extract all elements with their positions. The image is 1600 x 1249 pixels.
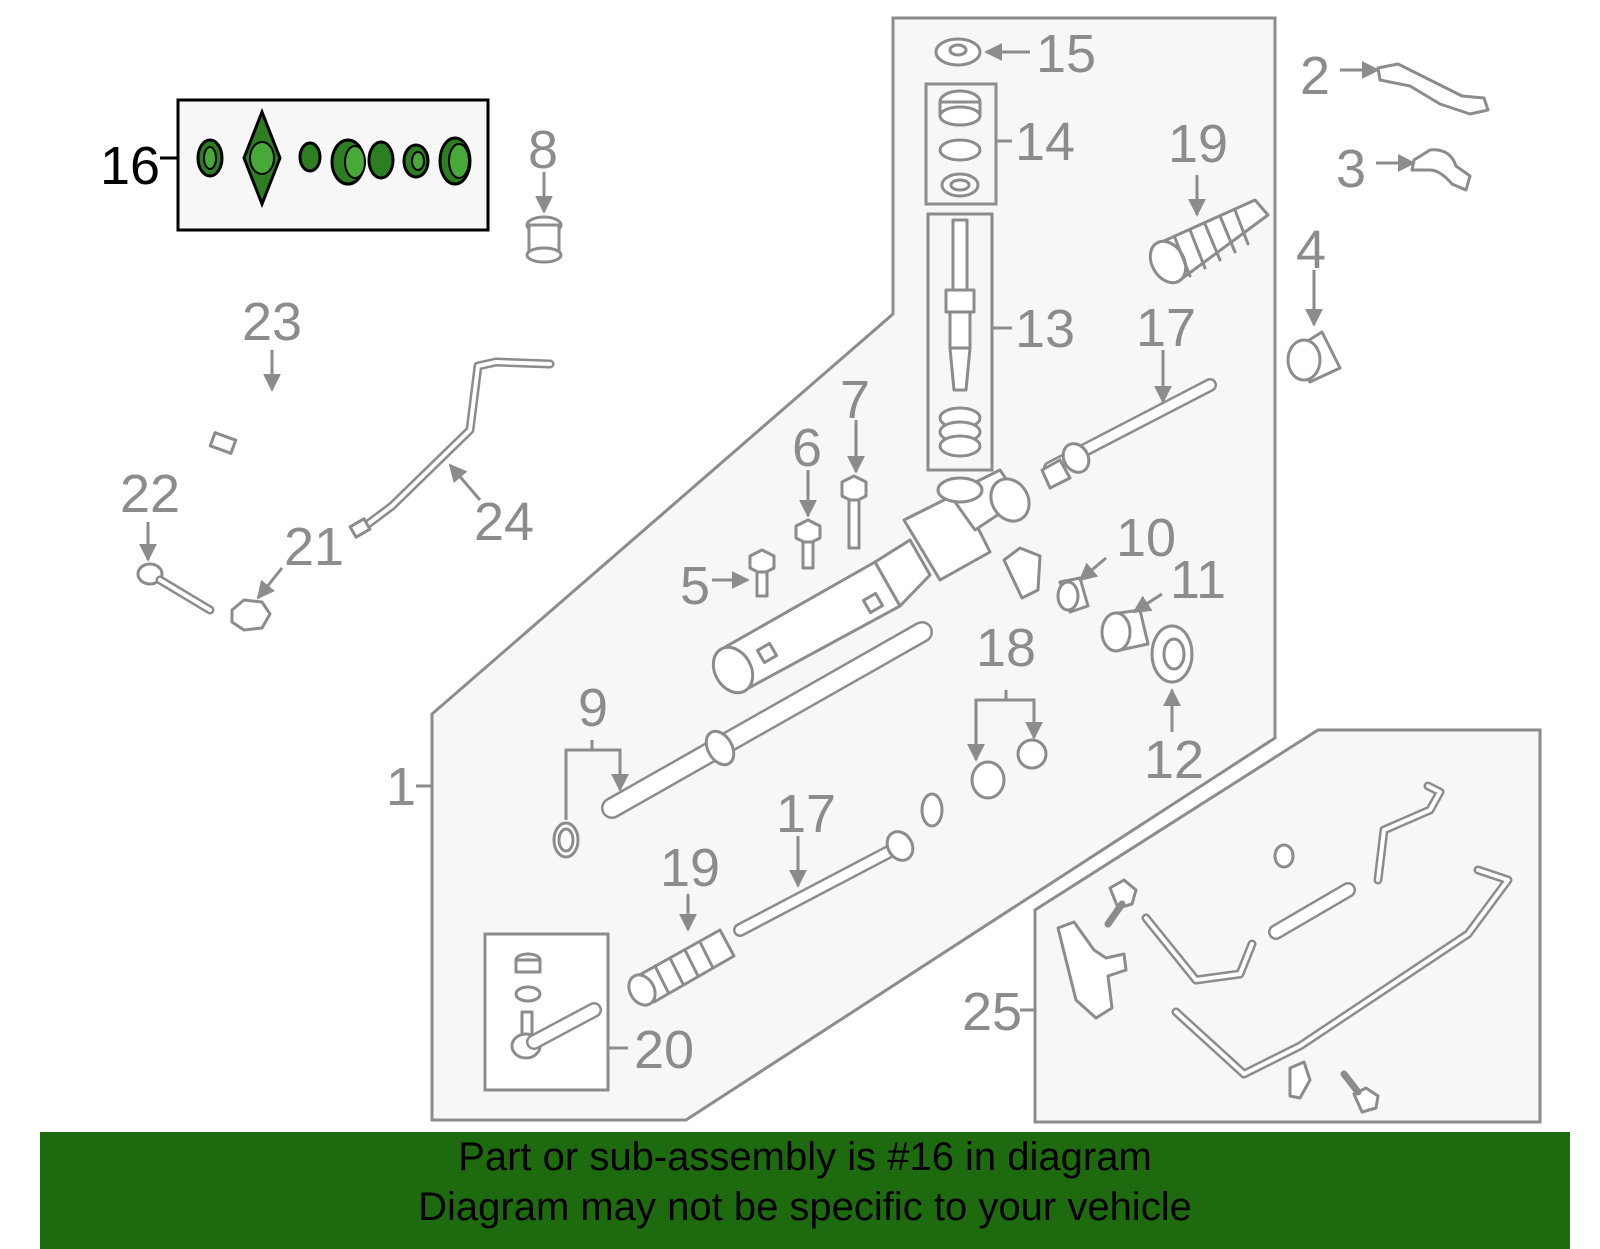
part-3-clamp [1410, 148, 1472, 192]
part-9-rack [552, 621, 933, 859]
callout-5: 5 [680, 556, 710, 616]
callout-2: 2 [1300, 46, 1330, 106]
part-24-hose [348, 357, 555, 539]
callout-19-lower: 19 [660, 838, 720, 898]
part-10-bushing [1056, 576, 1090, 614]
part-13-pinion [938, 218, 982, 458]
part-16-seal-kit[interactable] [196, 107, 472, 209]
callout-4: 4 [1296, 220, 1326, 280]
callout-8: 8 [528, 120, 558, 180]
part-19-boot-upper [1148, 198, 1270, 285]
info-banner: Part or sub-assembly is #16 in diagram D… [40, 1132, 1570, 1249]
callout-20: 20 [634, 1020, 694, 1080]
part-14-seals [938, 89, 982, 198]
part-23-hose [204, 254, 512, 455]
callout-9: 9 [578, 678, 608, 738]
part-rack-housing [711, 468, 1031, 695]
callout-3: 3 [1336, 139, 1366, 199]
callout-23: 23 [242, 292, 302, 352]
steering-gear-panel [430, 16, 1277, 1122]
part-19-boot-lower [627, 928, 736, 1007]
callout-19-upper: 19 [1168, 114, 1228, 174]
callout-1: 1 [386, 757, 416, 817]
part-25-lines [1056, 781, 1513, 1114]
part-8-grommet [525, 215, 563, 264]
part-21-nut [230, 598, 272, 632]
callout-16: 16 [100, 136, 160, 196]
banner-line-2: Diagram may not be specific to your vehi… [418, 1185, 1192, 1229]
callout-6: 6 [792, 418, 822, 478]
callout-21: 21 [284, 517, 344, 577]
callout-15: 15 [1036, 24, 1096, 84]
callout-18: 18 [976, 618, 1036, 678]
callout-17-lower: 17 [776, 784, 836, 844]
callout-14: 14 [1015, 112, 1075, 172]
part-17-tie-rod-lower [733, 830, 915, 937]
part-11-bushing [1100, 608, 1150, 653]
callout-7: 7 [840, 370, 870, 430]
part-18-bushings [920, 738, 1048, 828]
part-17-tie-rod-upper [1040, 378, 1217, 490]
callout-11: 11 [1170, 550, 1226, 610]
part-22-banjo-bolt [136, 562, 215, 615]
part-mount-bracket [1002, 546, 1042, 600]
part-7-bolt [840, 474, 868, 550]
callout-24: 24 [474, 492, 534, 552]
banner-line-1: Part or sub-assembly is #16 in diagram [458, 1135, 1152, 1179]
callout-12: 12 [1144, 730, 1204, 790]
part-2-bracket [1376, 62, 1490, 116]
part-5-bolt [748, 548, 776, 598]
part-20-tie-rod-end [510, 952, 602, 1060]
callout-17-upper: 17 [1136, 298, 1196, 358]
part-12-washer [1150, 624, 1194, 684]
callout-10: 10 [1116, 508, 1176, 568]
part-15-washer [934, 37, 982, 67]
callout-13: 13 [1015, 299, 1075, 359]
part-4-bushing [1286, 330, 1342, 384]
callout-22: 22 [120, 464, 180, 524]
part-6-bolt [794, 518, 822, 570]
callout-25: 25 [962, 982, 1022, 1042]
